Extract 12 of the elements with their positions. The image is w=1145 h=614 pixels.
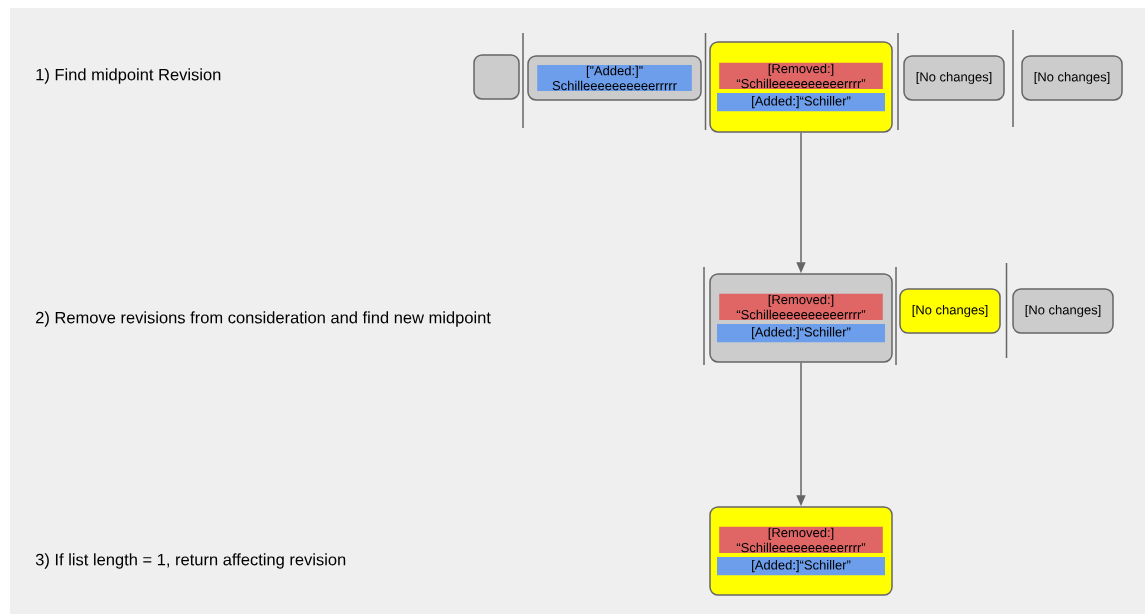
revision-box: [No changes]	[1012, 288, 1114, 334]
step-label: 3) If list length = 1, return affecting revision	[35, 553, 346, 569]
revision-box: [Removed:] “Schilleeeeeeeeeerrrr” [Added:]“Schiller”	[709, 273, 893, 363]
step-label: 1) Find midpoint Revision	[36, 68, 221, 84]
highlighted-revision-box: [Removed:] “Schilleeeeeeeeeerrrr” [Added:]“Schiller”	[709, 41, 893, 133]
highlighted-revision-box: [Removed:] “Schilleeeeeeeeeerrrr” [Added:]“Schiller”	[709, 506, 893, 596]
revision-box: [”Added:]” Schilleeeeeeeeeerrrrr	[527, 55, 702, 101]
empty-box	[473, 54, 520, 100]
highlighted-revision-box: [No changes]	[899, 288, 1001, 334]
revision-box: [No changes]	[903, 55, 1005, 101]
step-label: 2) Remove revisions from consideration and find new midpoint	[36, 311, 491, 327]
revision-box: [No changes]	[1021, 55, 1123, 101]
